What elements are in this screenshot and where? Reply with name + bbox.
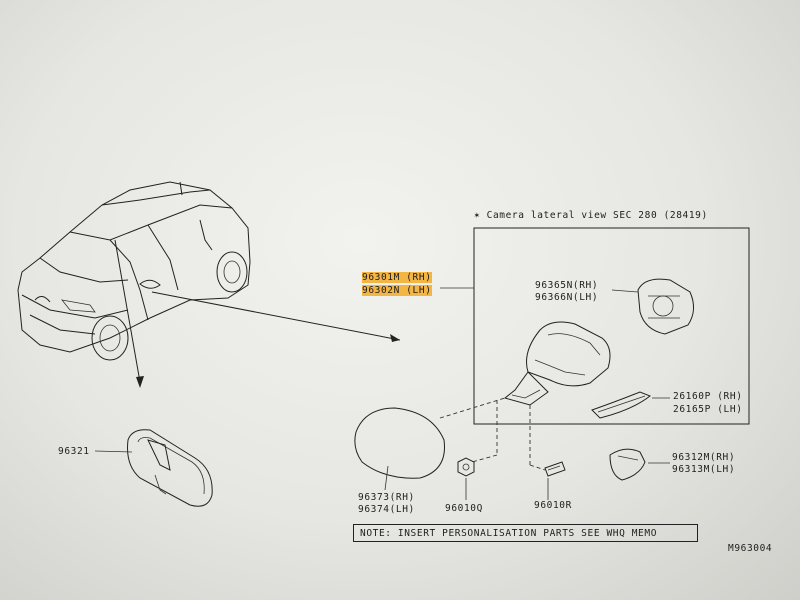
- callout-glass-lh: 96366N(LH): [535, 292, 599, 303]
- mirror-housing-part: [503, 321, 611, 406]
- screw-part: [544, 461, 566, 477]
- car-illustration: [17, 181, 251, 361]
- leader-inner-mirror: [94, 450, 133, 453]
- callout-glass-rh: 96365N(RH): [535, 280, 599, 291]
- callout-cover-lh: 96313M(LH): [672, 464, 736, 475]
- cover-part: [609, 448, 646, 481]
- personalisation-note: NOTE: INSERT PERSONALISATION PARTS SEE W…: [353, 524, 698, 542]
- callout-nut: 96010Q: [445, 503, 483, 514]
- arrow-to-door-mirror: [151, 291, 401, 341]
- inner-mirror-part: [127, 429, 213, 507]
- figure-id: M963004: [728, 543, 773, 554]
- exploded-view-box: [473, 227, 750, 425]
- callout-mirror-assy-rh: 96301M (RH): [362, 272, 432, 283]
- turn-lamp-part: [591, 391, 651, 419]
- callout-inner-mirror: 96321: [58, 446, 90, 457]
- nut-part: [457, 457, 475, 477]
- callout-cover-rh: 96312M(RH): [672, 452, 736, 463]
- callout-mirror-assy-lh: 96302N (LH): [362, 285, 432, 296]
- leader-glass: [611, 289, 639, 293]
- callout-cap-lh: 96374(LH): [358, 504, 415, 515]
- callout-cap-rh: 96373(RH): [358, 492, 415, 503]
- camera-view-note: ✶ Camera lateral view SEC 280 (28419): [474, 210, 708, 221]
- callout-lamp-rh: 26160P (RH): [673, 391, 743, 402]
- callout-lamp-lh: 26165P (LH): [673, 404, 743, 415]
- arrow-to-inner-mirror: [114, 239, 141, 383]
- mirror-cap-part: [354, 407, 445, 479]
- mirror-glass-part: [637, 278, 694, 335]
- callout-screw: 96010R: [534, 500, 572, 511]
- assembly-dash-lines: [439, 397, 546, 471]
- leader-cap: [384, 465, 389, 491]
